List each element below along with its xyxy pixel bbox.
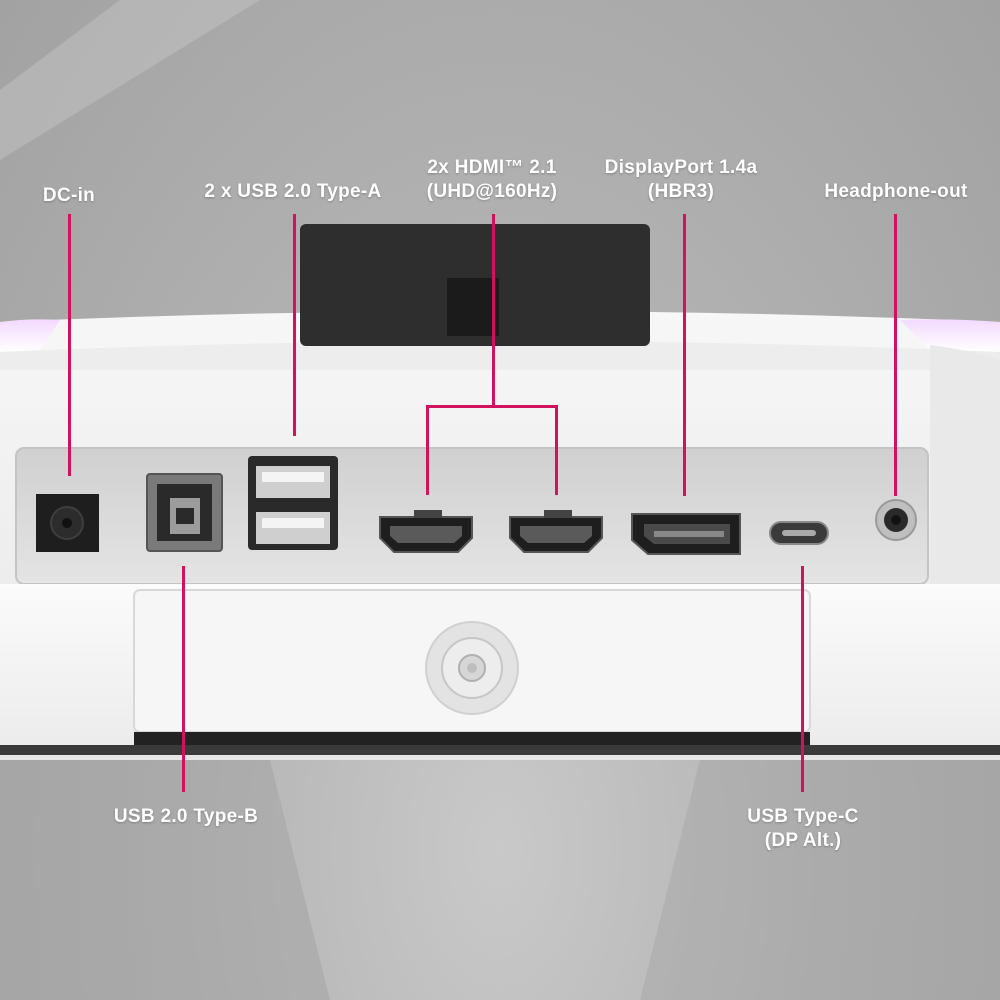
- bg-highlight: [0, 0, 260, 160]
- rgb-glow-left: [0, 319, 60, 352]
- usb-a-label-text: 2 x USB 2.0 Type-A: [204, 181, 382, 202]
- hdmi2-callout-line: [555, 405, 558, 495]
- usb-b-label: USB 2.0 Type-B: [98, 805, 274, 829]
- floor-shadow-left: [0, 760, 330, 1000]
- displayport-label-line1: DisplayPort 1.4a: [604, 157, 758, 178]
- headphone-label-text: Headphone-out: [824, 181, 968, 202]
- dc-barrel-jack-icon: [36, 494, 99, 552]
- usb-a-callout-line: [293, 214, 296, 436]
- hdmi-port-icon: [379, 510, 473, 553]
- displayport-label-line2: (HBR3): [647, 181, 715, 202]
- stand-notch: [447, 278, 499, 336]
- usb-b-callout-line: [182, 566, 185, 792]
- stand-bottom: [134, 732, 810, 745]
- displayport-label: DisplayPort 1.4a (HBR3): [586, 156, 776, 204]
- hdmi-callout-line: [492, 214, 495, 406]
- displayport-port-icon: [631, 513, 741, 555]
- dp-callout-line: [683, 214, 686, 496]
- usbc-label-line2: (DP Alt.): [764, 830, 842, 851]
- dc-in-label: DC-in: [36, 184, 102, 208]
- stand-mount-knob-icon: [425, 621, 519, 715]
- headphone-callout-line: [894, 214, 897, 496]
- headphone-label: Headphone-out: [812, 180, 980, 204]
- hdmi-label: 2x HDMI™ 2.1 (UHD@160Hz): [402, 156, 582, 204]
- hdmi-label-line1: 2x HDMI™ 2.1: [427, 157, 557, 178]
- dc-in-label-text: DC-in: [42, 185, 96, 206]
- hdmi-bracket-line: [426, 405, 558, 408]
- hdmi-label-line2: (UHD@160Hz): [426, 181, 558, 202]
- hdmi1-callout-line: [426, 405, 429, 495]
- body-side-right: [930, 345, 1000, 590]
- usbc-label-line1: USB Type-C: [747, 806, 859, 827]
- floor-shadow-right: [640, 760, 1000, 1000]
- hdmi-port-icon: [509, 510, 603, 553]
- body-band: [0, 341, 1000, 370]
- usb-b-label-text: USB 2.0 Type-B: [113, 806, 259, 827]
- usb-a-label: 2 x USB 2.0 Type-A: [188, 180, 398, 204]
- dc-in-callout-line: [68, 214, 71, 476]
- usbc-callout-line: [801, 566, 804, 792]
- usb-c-port-icon: [769, 521, 829, 545]
- usb-a-port-icon: [248, 456, 338, 550]
- base-shadow-bar: [0, 745, 1000, 755]
- usb-b-port-icon: [146, 473, 223, 552]
- audio-jack-icon: [875, 499, 917, 541]
- usbc-label: USB Type-C (DP Alt.): [730, 805, 876, 853]
- rgb-glow-right: [900, 319, 1000, 352]
